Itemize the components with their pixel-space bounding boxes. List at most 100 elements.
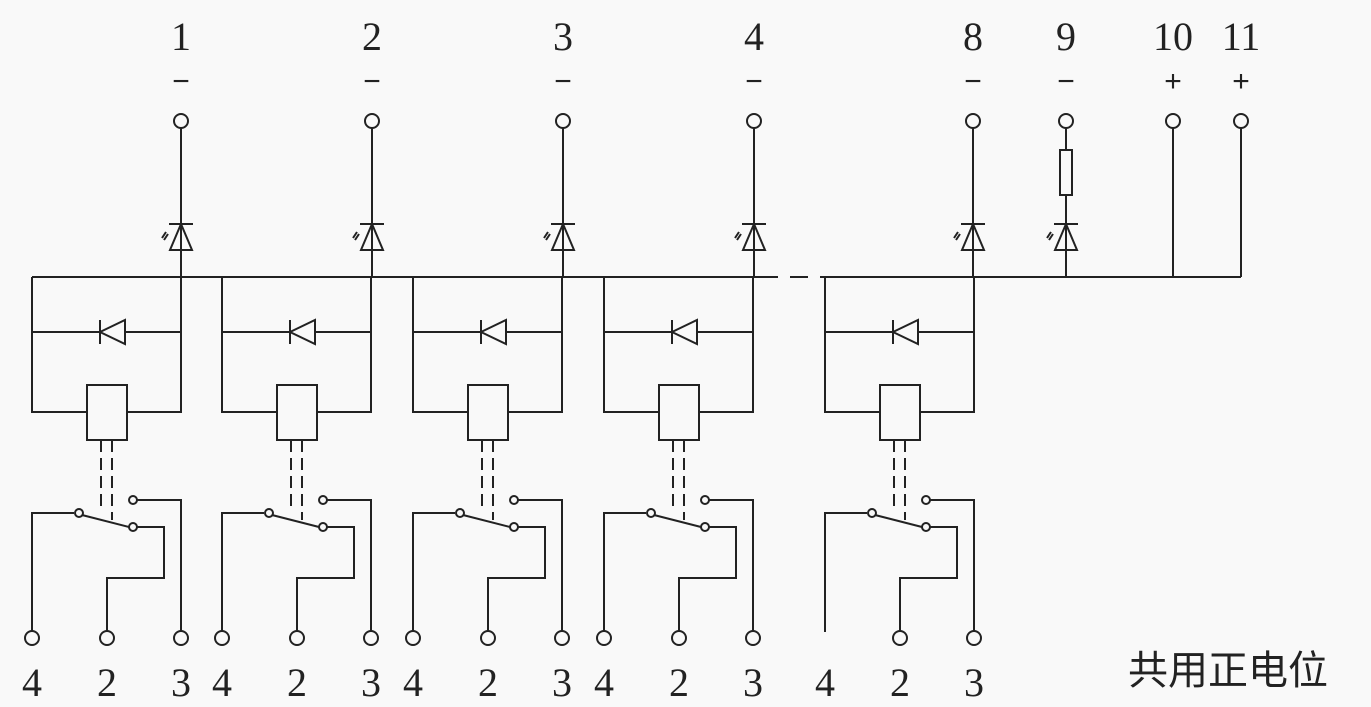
terminal-label: 3 [553,14,573,59]
wire [603,277,659,413]
top-terminal-2: 2− [352,14,385,277]
pivot-contact [455,508,465,518]
terminal-label: 9 [1056,14,1076,59]
relay-coil-icon [276,384,318,441]
no-contact [509,495,519,505]
light-arrow [736,233,742,241]
top-terminal-1: 1− [161,14,194,277]
wire [31,277,87,413]
resistor-icon [1059,149,1073,196]
wire [221,277,277,413]
wire [296,526,355,631]
contact-terminal-circle [24,630,40,646]
polarity-sign: − [745,65,763,98]
terminal-circle [555,113,571,129]
pivot-contact [74,508,84,518]
contact-terminal-circle [405,630,421,646]
wire [317,277,372,413]
contact-label: 4 [22,660,42,705]
freewheel-diode-icon [478,318,507,346]
led-triangle [550,221,576,251]
contact-terminal-circle [173,630,189,646]
wire [518,499,563,631]
terminal-circle [173,113,189,129]
diode-triangle [287,318,316,346]
contact-label: 2 [97,660,117,705]
light-arrow [352,231,358,239]
terminal-circle [1058,113,1074,129]
top-terminal-10: 10+ [1153,14,1193,277]
polarity-sign: − [363,65,381,98]
contact-label: 2 [478,660,498,705]
no-contact [318,495,328,505]
light-arrow [1046,231,1052,239]
contact-terminal-circle [671,630,687,646]
switch-lever [271,514,320,528]
led-icon [161,221,194,251]
pivot-contact [646,508,656,518]
led-icon [953,221,986,251]
light-arrow [161,231,167,239]
wire [487,526,546,631]
led-icon [543,221,576,251]
wire [678,526,737,631]
led-triangle [359,221,385,251]
top-terminal-3: 3− [543,14,576,277]
contact-label: 2 [669,660,689,705]
relay-coil-icon [879,384,921,441]
switch-lever [81,514,130,528]
contact-terminal-circle [99,630,115,646]
led-triangle [1053,221,1079,251]
contact-label: 2 [890,660,910,705]
wire [930,499,975,631]
wire [221,512,264,631]
wire [824,277,880,413]
nc-contact [509,522,519,532]
wire [699,277,754,413]
diode-triangle [669,318,698,346]
led-icon [1046,221,1079,251]
light-arrow [953,231,959,239]
polarity-sign: − [554,65,572,98]
freewheel-diode-icon [97,318,126,346]
terminal-circle [965,113,981,129]
contact-terminal-circle [892,630,908,646]
light-arrow [734,231,740,239]
no-contact [128,495,138,505]
pivot-contact [264,508,274,518]
led-icon [734,221,767,251]
wire [327,499,372,631]
light-arrow [543,231,549,239]
diode-triangle [97,318,126,346]
contact-label: 3 [171,660,191,705]
terminal-circle [1165,113,1181,129]
led-triangle [741,221,767,251]
terminal-label: 10 [1153,14,1193,59]
polarity-sign: − [1057,65,1075,98]
wire [412,277,468,413]
freewheel-diode-icon [669,318,698,346]
pivot-contact [867,508,877,518]
light-arrow [163,233,169,241]
wire [899,526,958,631]
contact-terminal-circle [214,630,230,646]
freewheel-diode-icon [890,318,919,346]
contact-terminal-circle [745,630,761,646]
terminal-circle [1233,113,1249,129]
polarity-sign: − [172,65,190,98]
wire [137,499,182,631]
common-positive-caption: 共用正电位 [1128,648,1328,694]
terminal-label: 1 [171,14,191,59]
terminal-circle [364,113,380,129]
wire [920,277,975,413]
relay-coil-icon [467,384,509,441]
nc-contact [700,522,710,532]
top-terminal-11: 11+ [1222,14,1260,277]
top-terminal-4: 4− [734,14,767,277]
wire [412,512,455,631]
relay-coil-icon [86,384,128,441]
